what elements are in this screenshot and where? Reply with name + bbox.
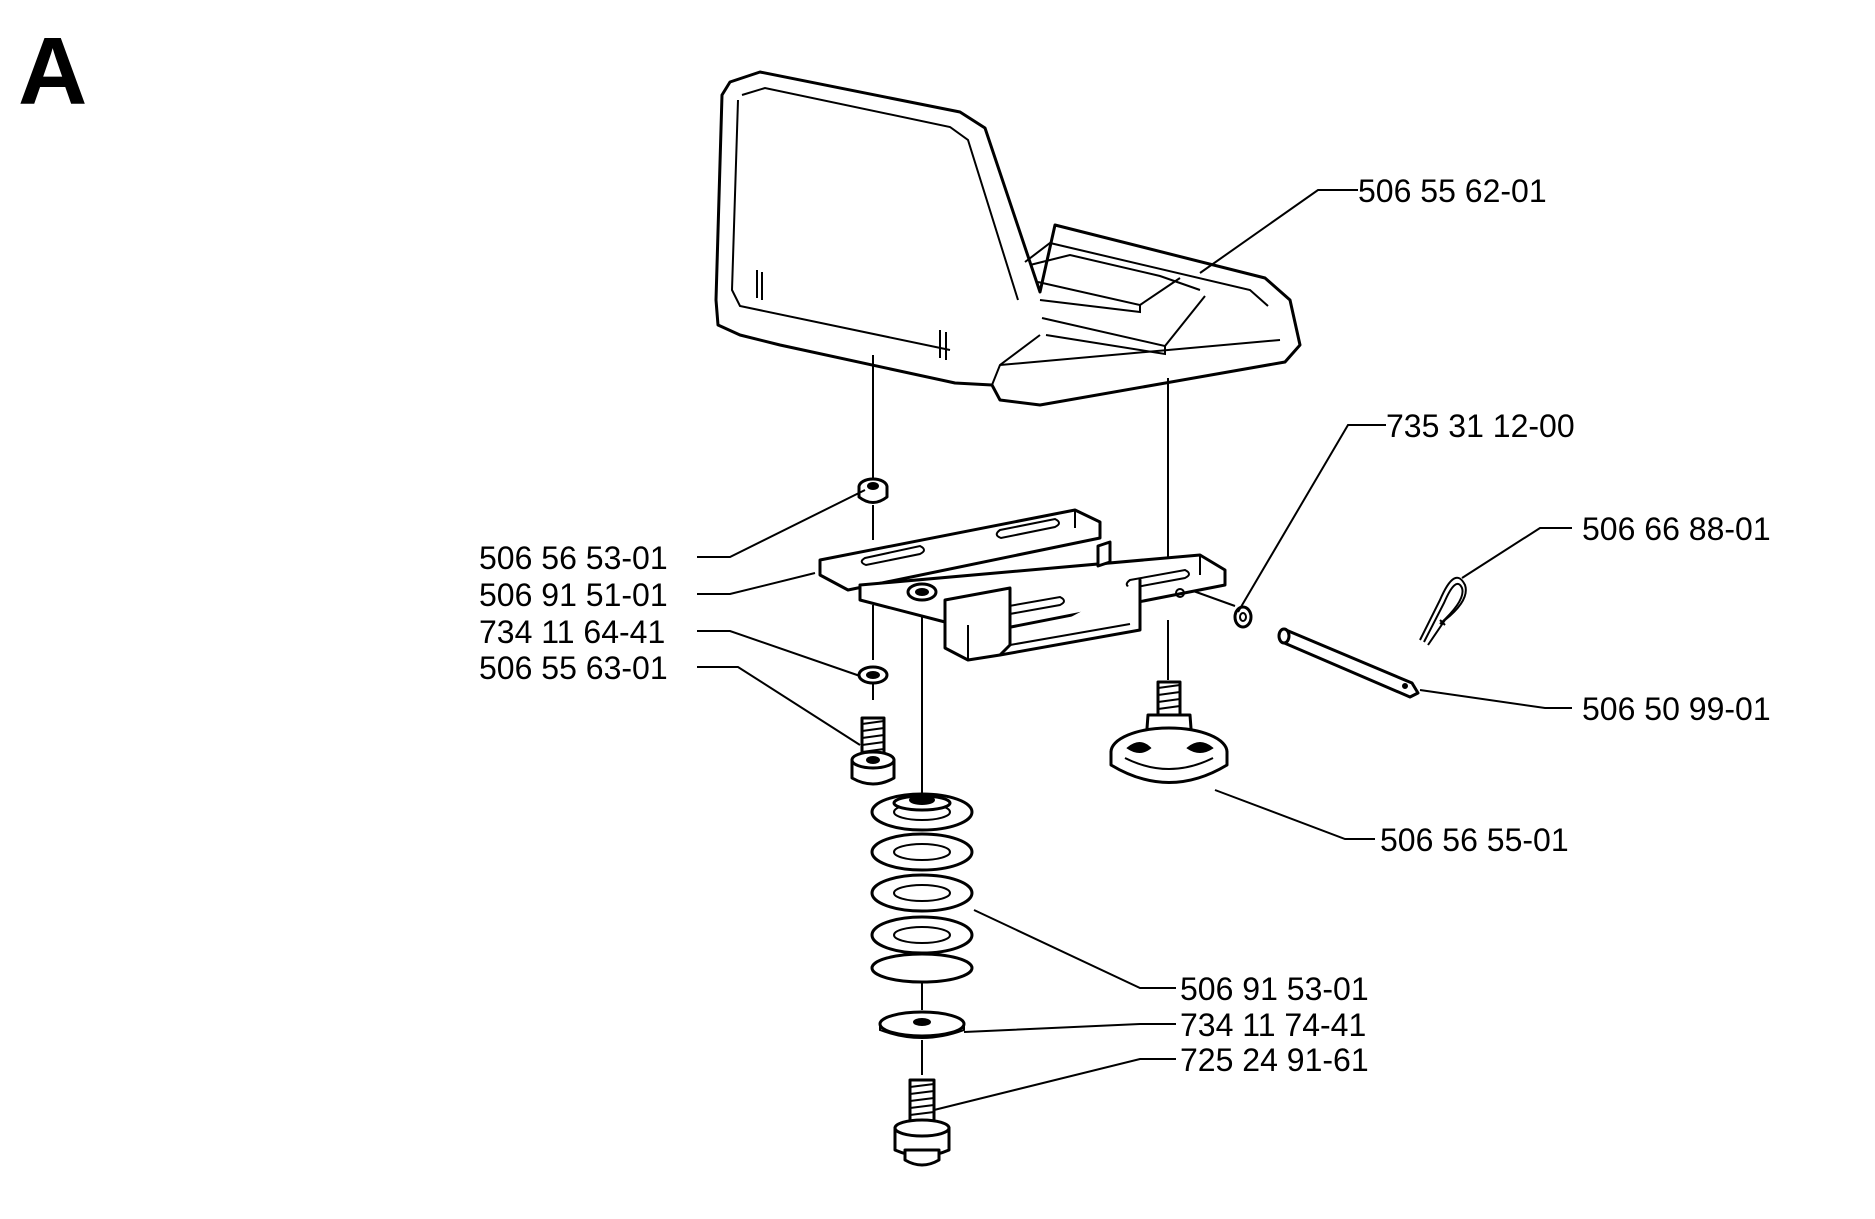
bracket-drawing bbox=[818, 508, 1227, 662]
part-label-bracket: 506 91 51-01 bbox=[479, 577, 668, 613]
part-label-hair-pin: 506 66 88-01 bbox=[1582, 511, 1771, 547]
part-label-spring: 506 91 53-01 bbox=[1180, 971, 1369, 1007]
part-label-washer-small: 734 11 64-41 bbox=[479, 614, 665, 650]
small-screw-drawing bbox=[850, 716, 896, 786]
part-label-washer-large: 734 11 74-41 bbox=[1180, 1007, 1366, 1043]
hair-pin-drawing bbox=[1419, 576, 1467, 646]
part-label-lock-washer: 735 31 12-00 bbox=[1386, 408, 1575, 444]
lock-washer-drawing bbox=[1233, 605, 1253, 629]
assembly-axis-lines bbox=[872, 355, 1236, 1075]
seat-drawing bbox=[714, 70, 1302, 407]
knob-drawing bbox=[1109, 680, 1229, 784]
part-label-pin: 506 50 99-01 bbox=[1582, 691, 1771, 727]
large-washer-drawing bbox=[878, 1010, 966, 1039]
top-bushing-drawing bbox=[857, 477, 889, 504]
section-letter: A bbox=[18, 18, 87, 125]
part-label-seat: 506 55 62-01 bbox=[1358, 173, 1547, 209]
part-labels: 506 55 62-01 735 31 12-00 506 66 88-01 5… bbox=[479, 173, 1771, 1078]
part-label-top-bushing: 506 56 53-01 bbox=[479, 540, 668, 576]
spring-drawing bbox=[870, 792, 974, 984]
small-washer-drawing bbox=[857, 665, 889, 685]
part-label-screw-small: 506 55 63-01 bbox=[479, 650, 668, 686]
pin-drawing bbox=[1277, 627, 1420, 699]
part-label-bolt: 725 24 91-61 bbox=[1180, 1042, 1369, 1078]
leader-lines bbox=[697, 189, 1572, 1111]
bolt-drawing bbox=[893, 1078, 951, 1167]
part-label-knob: 506 56 55-01 bbox=[1380, 822, 1569, 858]
